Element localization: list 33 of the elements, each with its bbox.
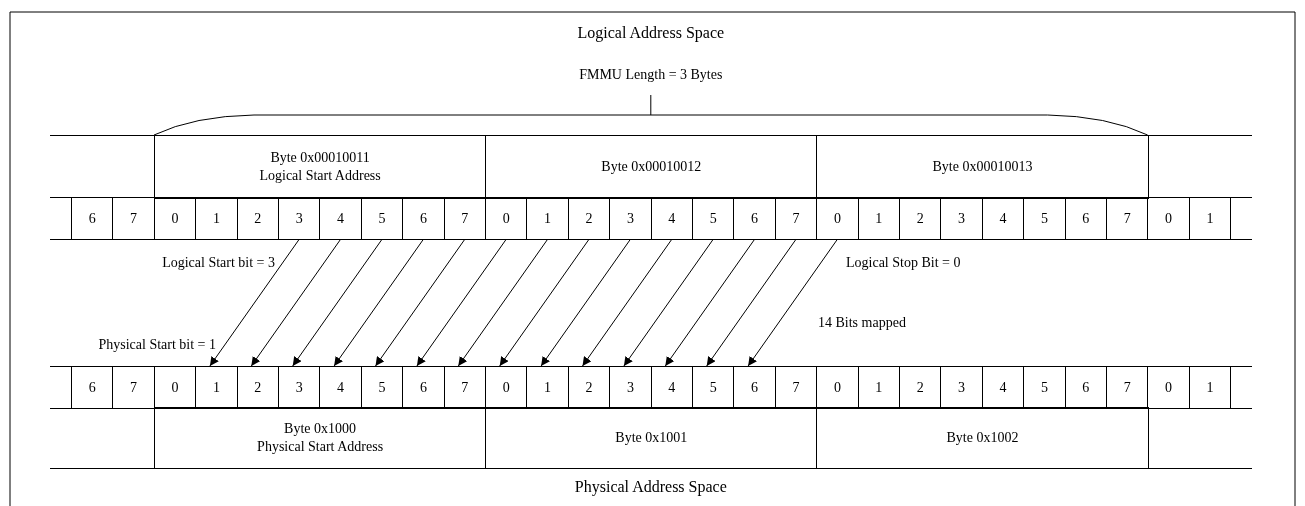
arrow — [623, 239, 714, 367]
arrow — [664, 239, 755, 367]
arrow — [209, 239, 300, 367]
caption: Physical Address Space — [574, 478, 727, 496]
arrow — [375, 239, 465, 367]
arrow — [747, 239, 838, 367]
annotation: 14 Bits mapped — [818, 314, 906, 332]
byte-address: Byte 0x00010012 — [601, 158, 702, 176]
title: Logical Address Space — [577, 24, 725, 42]
annotation: Physical Start bit = 1 — [98, 336, 216, 354]
byte-cell — [154, 135, 487, 199]
arrow — [582, 239, 672, 367]
byte-cell — [154, 407, 487, 469]
annotation: Logical Stop Bit = 0 — [846, 254, 961, 272]
arrow — [540, 239, 631, 367]
annotation: Logical Start bit = 3 — [162, 254, 275, 272]
arrow — [250, 239, 341, 367]
address-label: Logical Start Address — [259, 167, 381, 185]
arrow — [416, 239, 507, 367]
address-label: Physical Start Address — [257, 438, 384, 456]
byte-cell — [816, 135, 1149, 199]
arrow — [333, 239, 424, 367]
byte-address: Byte 0x00010011 — [270, 149, 370, 167]
byte-address: Byte 0x1002 — [946, 429, 1019, 447]
dimension-label: FMMU Length = 3 Bytes — [579, 66, 723, 84]
byte-cell — [816, 407, 1149, 469]
arrow — [457, 239, 548, 367]
arrow — [499, 239, 589, 367]
arrow — [292, 239, 382, 367]
byte-address: Byte 0x1000 — [284, 420, 357, 438]
byte-address: Byte 0x1001 — [615, 429, 688, 447]
byte-address: Byte 0x00010013 — [932, 158, 1033, 176]
arrow — [706, 239, 796, 367]
